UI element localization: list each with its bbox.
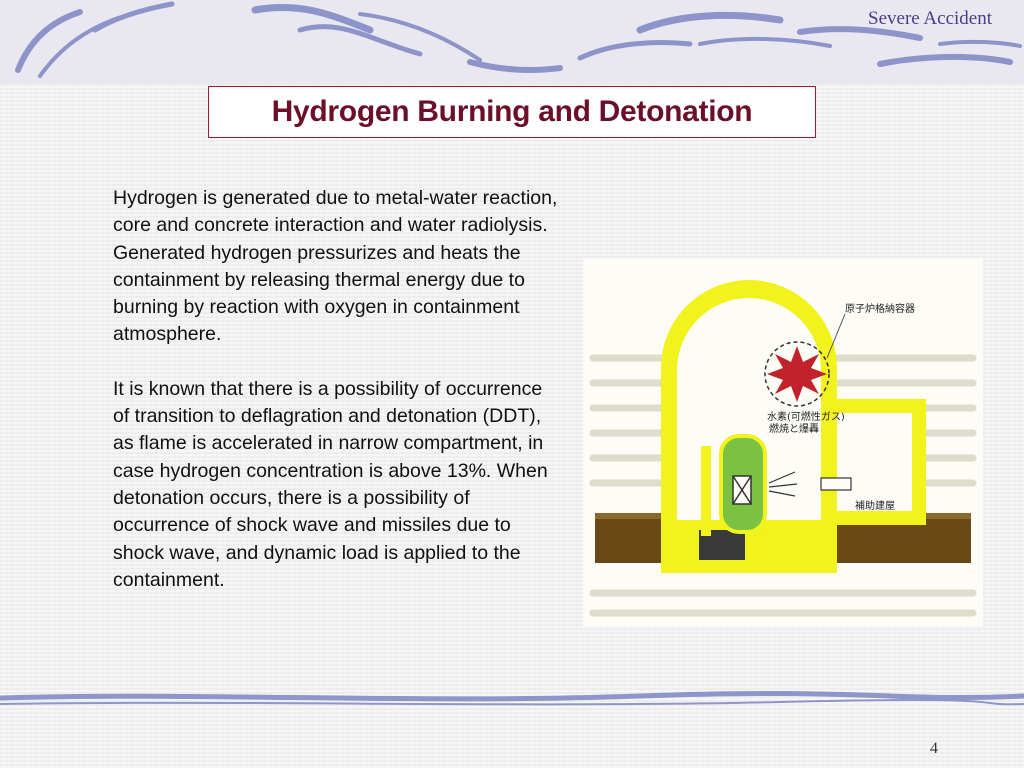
containment-diagram-svg: 原子炉格納容器 水素(可燃性ガス) 燃焼と爆轟 補助建屋 — [589, 280, 977, 617]
header-decoration — [0, 0, 1024, 84]
title-box: Hydrogen Burning and Detonation — [208, 86, 816, 138]
page-number: 4 — [930, 740, 938, 757]
label-aux-building: 補助建屋 — [855, 499, 895, 512]
footer-decoration — [0, 690, 1024, 706]
label-containment: 原子炉格納容器 — [845, 302, 915, 315]
label-hydrogen-1: 水素(可燃性ガス) — [767, 410, 845, 423]
slide-title: Hydrogen Burning and Detonation — [271, 95, 753, 128]
paragraph-hydrogen-generation: Hydrogen is generated due to metal-water… — [113, 187, 558, 346]
label-hydrogen-2: 燃焼と爆轟 — [769, 422, 819, 435]
paragraph-ddt-detonation: It is known that there is a possibility … — [113, 377, 548, 591]
containment-diagram: 原子炉格納容器 水素(可燃性ガス) 燃焼と爆轟 補助建屋 — [583, 258, 983, 626]
body-text: Hydrogen is generated due to metal-water… — [113, 185, 558, 621]
section-label: Severe Accident — [868, 8, 992, 29]
